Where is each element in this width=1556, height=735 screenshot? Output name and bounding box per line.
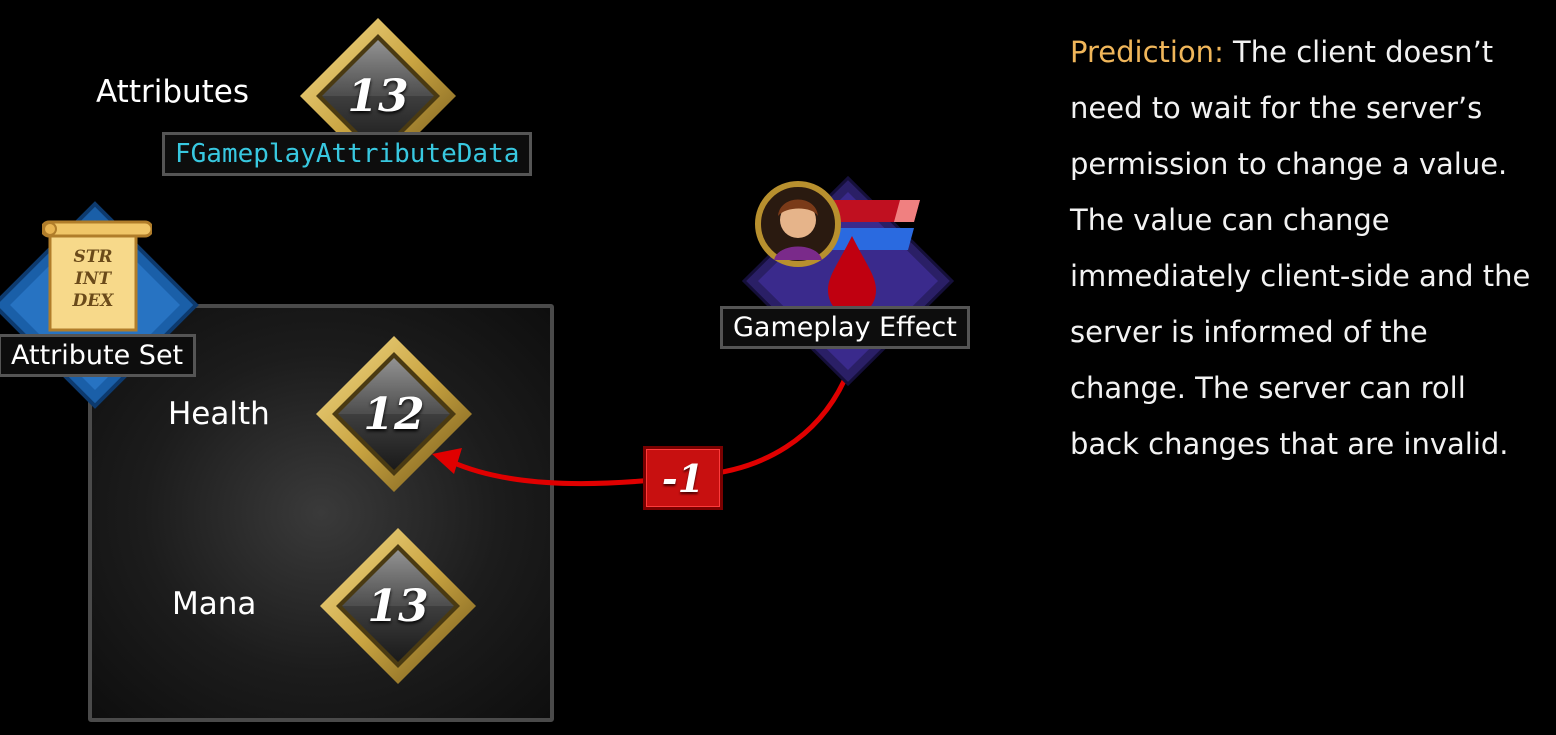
mana-label: Mana	[172, 586, 257, 622]
mana-value-gem: 13	[318, 526, 478, 686]
arrowhead-icon	[432, 448, 462, 474]
gameplay-effect-label: Gameplay Effect	[720, 306, 970, 349]
health-value-gem: 12	[314, 334, 474, 494]
attribute-set-label: Attribute Set	[0, 334, 197, 377]
scroll-line-dex: DEX	[72, 291, 114, 311]
gem-diamond-icon	[320, 528, 476, 684]
scroll-line-int: INT	[74, 269, 112, 289]
health-value: 12	[363, 388, 425, 440]
health-label: Health	[168, 396, 270, 432]
attributes-value: 13	[347, 70, 409, 122]
struct-name-box: FGameplayAttributeData	[162, 132, 533, 176]
attributes-label: Attributes	[96, 74, 250, 110]
prediction-heading: Prediction:	[1070, 35, 1224, 69]
prediction-description: Prediction: The client doesn’t need to w…	[1070, 24, 1540, 472]
scroll-line-str: STR	[73, 247, 113, 267]
scroll-icon: STR INT DEX	[40, 220, 154, 338]
mana-value: 13	[367, 580, 429, 632]
modifier-value: -1	[643, 446, 723, 510]
gameplay-effect-icon	[741, 175, 955, 387]
prediction-text: The client doesn’t need to wait for the …	[1070, 35, 1531, 461]
gem-diamond-icon	[316, 336, 472, 492]
